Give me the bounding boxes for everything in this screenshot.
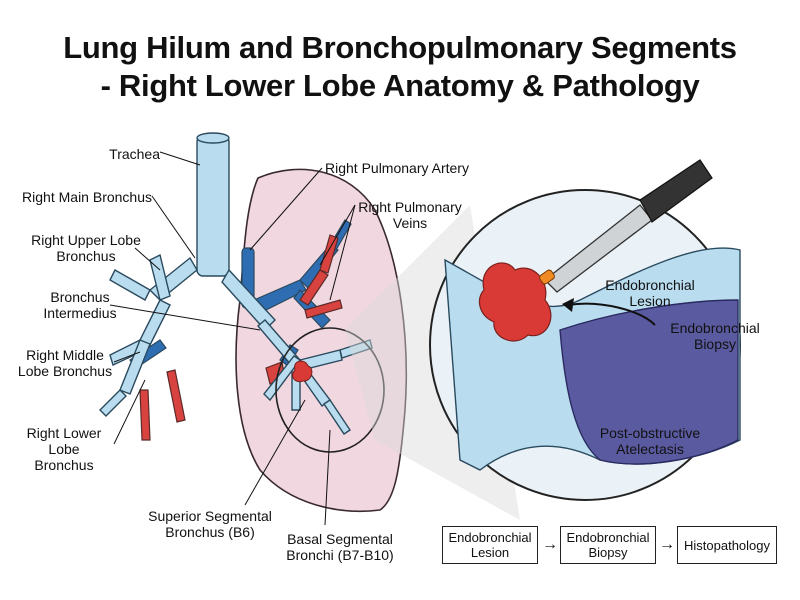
label-endobronchial-biopsy: Endobronchial Biopsy [660, 320, 770, 352]
flow-step-text: Endobronchial [448, 530, 532, 545]
title-line-2: - Right Lower Lobe Anatomy & Pathology [100, 68, 700, 103]
label-line: Veins [392, 215, 428, 231]
label-line: Right Pulmonary [358, 199, 462, 215]
label-line: Atelectasis [616, 441, 684, 457]
label-line: Right Middle [26, 347, 104, 363]
label-line: Endobronchial [670, 320, 760, 336]
flow-step-biopsy: Endobronchial Biopsy [560, 526, 656, 564]
label-line: Lobe [48, 441, 80, 457]
label-right-pulmonary-veins: Right Pulmonary Veins [350, 199, 470, 231]
label-right-upper-lobe-bronchus: Right Upper Lobe Bronchus [16, 232, 156, 264]
label-basal-segmental-bronchi: Basal Segmental Bronchi (B7-B10) [275, 531, 405, 563]
flow-arrow-1: → [542, 536, 558, 553]
biopsy-forceps-icon [539, 159, 713, 293]
label-line: Bronchus [34, 457, 94, 473]
trachea-shape [196, 135, 230, 277]
label-line: Bronchus [50, 289, 110, 305]
flow-step-text: Endobronchial [566, 530, 650, 545]
label-right-main-bronchus: Right Main Bronchus [22, 189, 152, 205]
label-line: Post-obstructive [599, 425, 701, 441]
label-line: Biopsy [693, 336, 737, 352]
airway-tree [99, 132, 373, 435]
flow-step-histopathology: Histopathology [677, 526, 777, 564]
lesion-small [292, 360, 313, 383]
leader-lines [109, 151, 356, 526]
flow-step-text: Lesion [470, 545, 510, 560]
label-line: Right Lower [26, 425, 102, 441]
label-line: Endobronchial [605, 277, 695, 293]
label-post-obstructive-atelectasis: Post-obstructive Atelectasis [585, 425, 715, 457]
label-line: Bronchus (B6) [165, 524, 255, 540]
flow-step-text: Biopsy [588, 545, 628, 560]
flow-step-text: Histopathology [684, 537, 770, 553]
label-superior-segmental-bronchus: Superior Segmental Bronchus (B6) [140, 508, 280, 540]
atelectasis-region [559, 299, 739, 465]
flow-step-lesion: Endobronchial Lesion [442, 526, 538, 564]
label-line: Intermedius [43, 305, 117, 321]
label-line: Lesion [629, 293, 671, 309]
label-line: Basal Segmental [287, 531, 393, 547]
label-bronchus-intermedius: Bronchus Intermedius [30, 289, 130, 321]
title-line-1: Lung Hilum and Bronchopulmonary Segments [63, 30, 737, 65]
label-line: Right Upper Lobe [31, 232, 141, 248]
label-right-lower-lobe-bronchus: Right Lower Lobe Bronchus [14, 425, 114, 473]
label-line: Lobe Bronchus [17, 363, 113, 379]
label-line: Bronchi (B7-B10) [286, 547, 394, 563]
label-right-middle-lobe-bronchus: Right Middle Lobe Bronchus [10, 347, 120, 379]
biopsy-pointer-arrow [567, 302, 656, 326]
label-endobronchial-lesion: Endobronchial Lesion [595, 277, 705, 309]
label-line: Superior Segmental [148, 508, 272, 524]
zoom-source-circle [275, 327, 385, 453]
magnified-view [429, 189, 741, 501]
label-right-pulmonary-artery: Right Pulmonary Artery [325, 160, 469, 176]
label-trachea: Trachea [109, 146, 160, 162]
endobronchial-lesion-shape [478, 262, 552, 342]
pulmonary-veins [139, 234, 343, 441]
label-line: Bronchus [56, 248, 116, 264]
flow-arrow-2: → [659, 536, 675, 553]
